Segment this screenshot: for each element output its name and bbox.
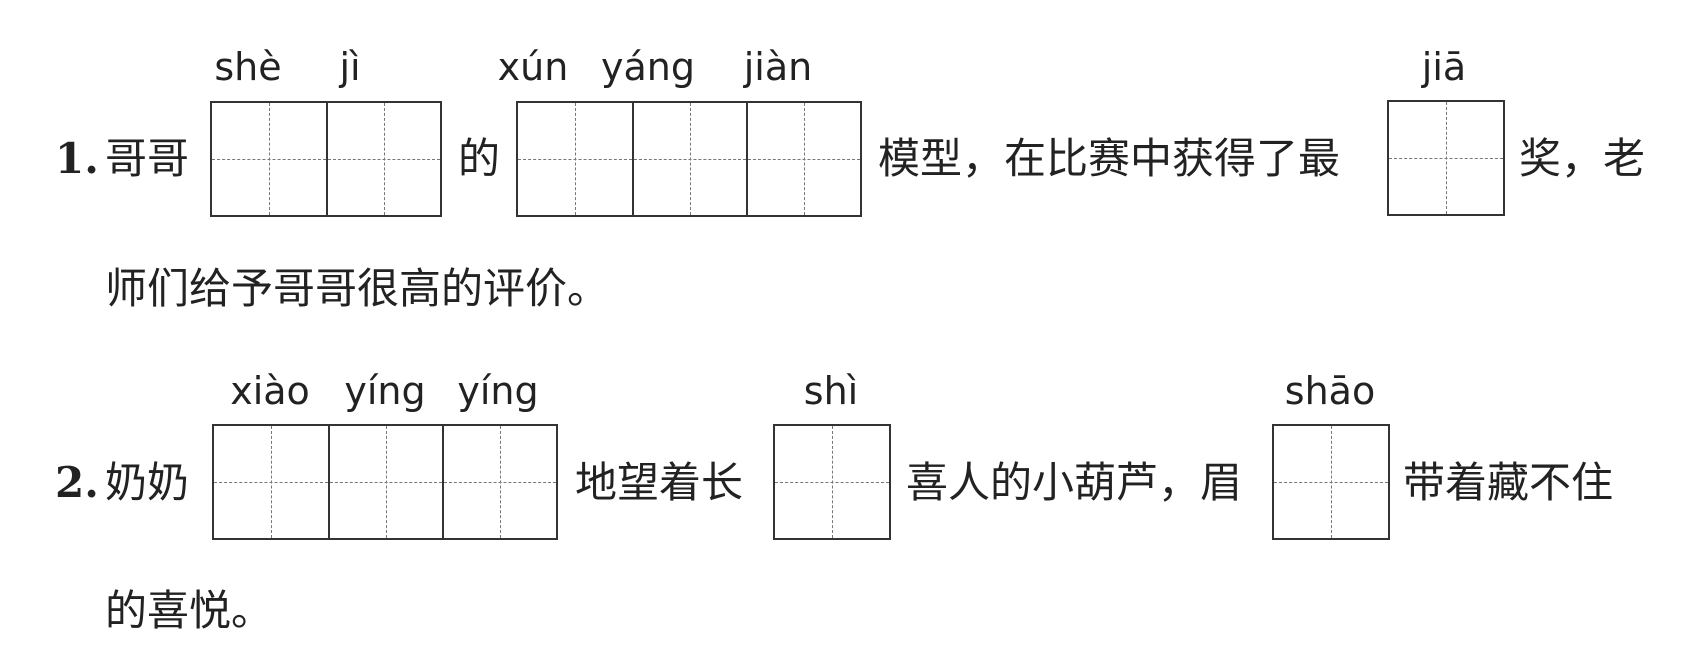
question-continuation: 的喜悦。 xyxy=(105,586,274,635)
answer-grid-shi[interactable] xyxy=(773,424,891,540)
answer-cell[interactable] xyxy=(1389,102,1503,214)
pinyin-xiao: xiào xyxy=(230,369,310,413)
question-number: 1. xyxy=(55,134,99,183)
pinyin-ying: yíng xyxy=(344,369,426,413)
pinyin-shao: shāo xyxy=(1284,369,1376,413)
answer-cell[interactable] xyxy=(746,103,860,215)
answer-grid-xunyangjian[interactable] xyxy=(516,101,862,217)
answer-grid-jia[interactable] xyxy=(1387,100,1505,216)
answer-cell[interactable] xyxy=(1274,426,1388,538)
pinyin-jia: jiā xyxy=(1421,45,1467,89)
question-text-segment: 奶奶 xyxy=(105,458,190,507)
answer-cell[interactable] xyxy=(326,103,440,215)
pinyin-she: shè xyxy=(214,45,282,89)
pinyin-xun: xún xyxy=(497,45,569,89)
question-text-segment: 的 xyxy=(458,134,501,183)
question-text-segment: 地望着长 xyxy=(575,458,744,507)
answer-cell[interactable] xyxy=(212,103,326,215)
question-text-segment: 哥哥 xyxy=(105,134,190,183)
question-number: 2. xyxy=(55,458,99,507)
question-text-segment: 奖，老 xyxy=(1519,134,1646,183)
answer-grid-sheji[interactable] xyxy=(210,101,442,217)
answer-grid-xiaoyingying[interactable] xyxy=(212,424,558,540)
question-text-segment: 带着藏不住 xyxy=(1403,458,1614,507)
pinyin-ji: jì xyxy=(339,45,361,89)
question-continuation: 师们给予哥哥很高的评价。 xyxy=(105,264,610,313)
question-text-segment: 模型，在比赛中获得了最 xyxy=(878,134,1341,183)
answer-cell[interactable] xyxy=(328,426,442,538)
answer-cell[interactable] xyxy=(518,103,632,215)
pinyin-shi: shì xyxy=(803,369,859,413)
answer-cell[interactable] xyxy=(775,426,889,538)
pinyin-ying: yíng xyxy=(457,369,539,413)
answer-cell[interactable] xyxy=(632,103,746,215)
answer-cell[interactable] xyxy=(214,426,328,538)
pinyin-yang: yáng xyxy=(601,45,695,89)
pinyin-jian: jiàn xyxy=(743,45,813,89)
question-text-segment: 喜人的小葫芦，眉 xyxy=(906,458,1243,507)
answer-grid-shao[interactable] xyxy=(1272,424,1390,540)
answer-cell[interactable] xyxy=(442,426,556,538)
